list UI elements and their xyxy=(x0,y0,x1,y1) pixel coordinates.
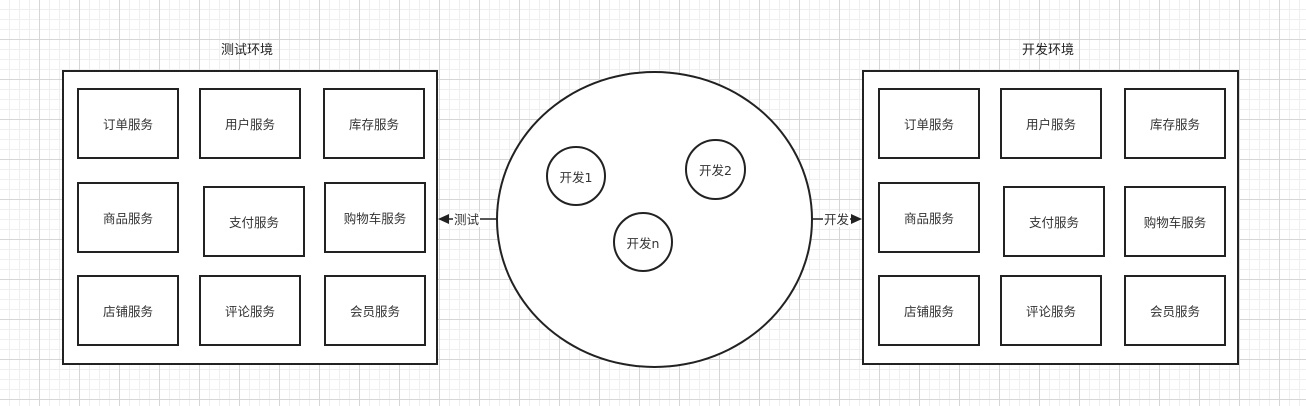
test-service-inventory[interactable]: 库存服务 xyxy=(323,88,425,159)
dev-env-title: 开发环境 xyxy=(1021,43,1074,58)
dev-connector-label: 开发 xyxy=(823,212,851,227)
developer-n-node[interactable]: 开发n xyxy=(613,212,673,272)
test-service-user[interactable]: 用户服务 xyxy=(199,88,301,159)
developer-1-node[interactable]: 开发1 xyxy=(546,146,606,206)
dev-service-product[interactable]: 商品服务 xyxy=(878,182,980,253)
developer-2-node[interactable]: 开发2 xyxy=(685,139,746,200)
dev-service-member[interactable]: 会员服务 xyxy=(1124,275,1226,346)
dev-service-user[interactable]: 用户服务 xyxy=(1000,88,1102,159)
test-service-cart[interactable]: 购物车服务 xyxy=(324,182,426,253)
dev-service-payment[interactable]: 支付服务 xyxy=(1003,186,1105,257)
test-connector-label: 测试 xyxy=(453,212,481,227)
test-service-member[interactable]: 会员服务 xyxy=(324,275,426,346)
dev-service-inventory[interactable]: 库存服务 xyxy=(1124,88,1226,159)
dev-service-order[interactable]: 订单服务 xyxy=(878,88,980,159)
test-service-shop[interactable]: 店铺服务 xyxy=(77,275,179,346)
dev-service-review[interactable]: 评论服务 xyxy=(1000,275,1102,346)
dev-service-cart[interactable]: 购物车服务 xyxy=(1124,186,1226,257)
test-arrow-head xyxy=(438,214,449,224)
dev-service-shop[interactable]: 店铺服务 xyxy=(878,275,980,346)
dev-arrow-head xyxy=(851,214,862,224)
test-service-review[interactable]: 评论服务 xyxy=(199,275,301,346)
test-service-payment[interactable]: 支付服务 xyxy=(203,186,305,257)
test-service-order[interactable]: 订单服务 xyxy=(77,88,179,159)
test-env-title: 测试环境 xyxy=(220,43,273,58)
test-service-product[interactable]: 商品服务 xyxy=(77,182,179,253)
